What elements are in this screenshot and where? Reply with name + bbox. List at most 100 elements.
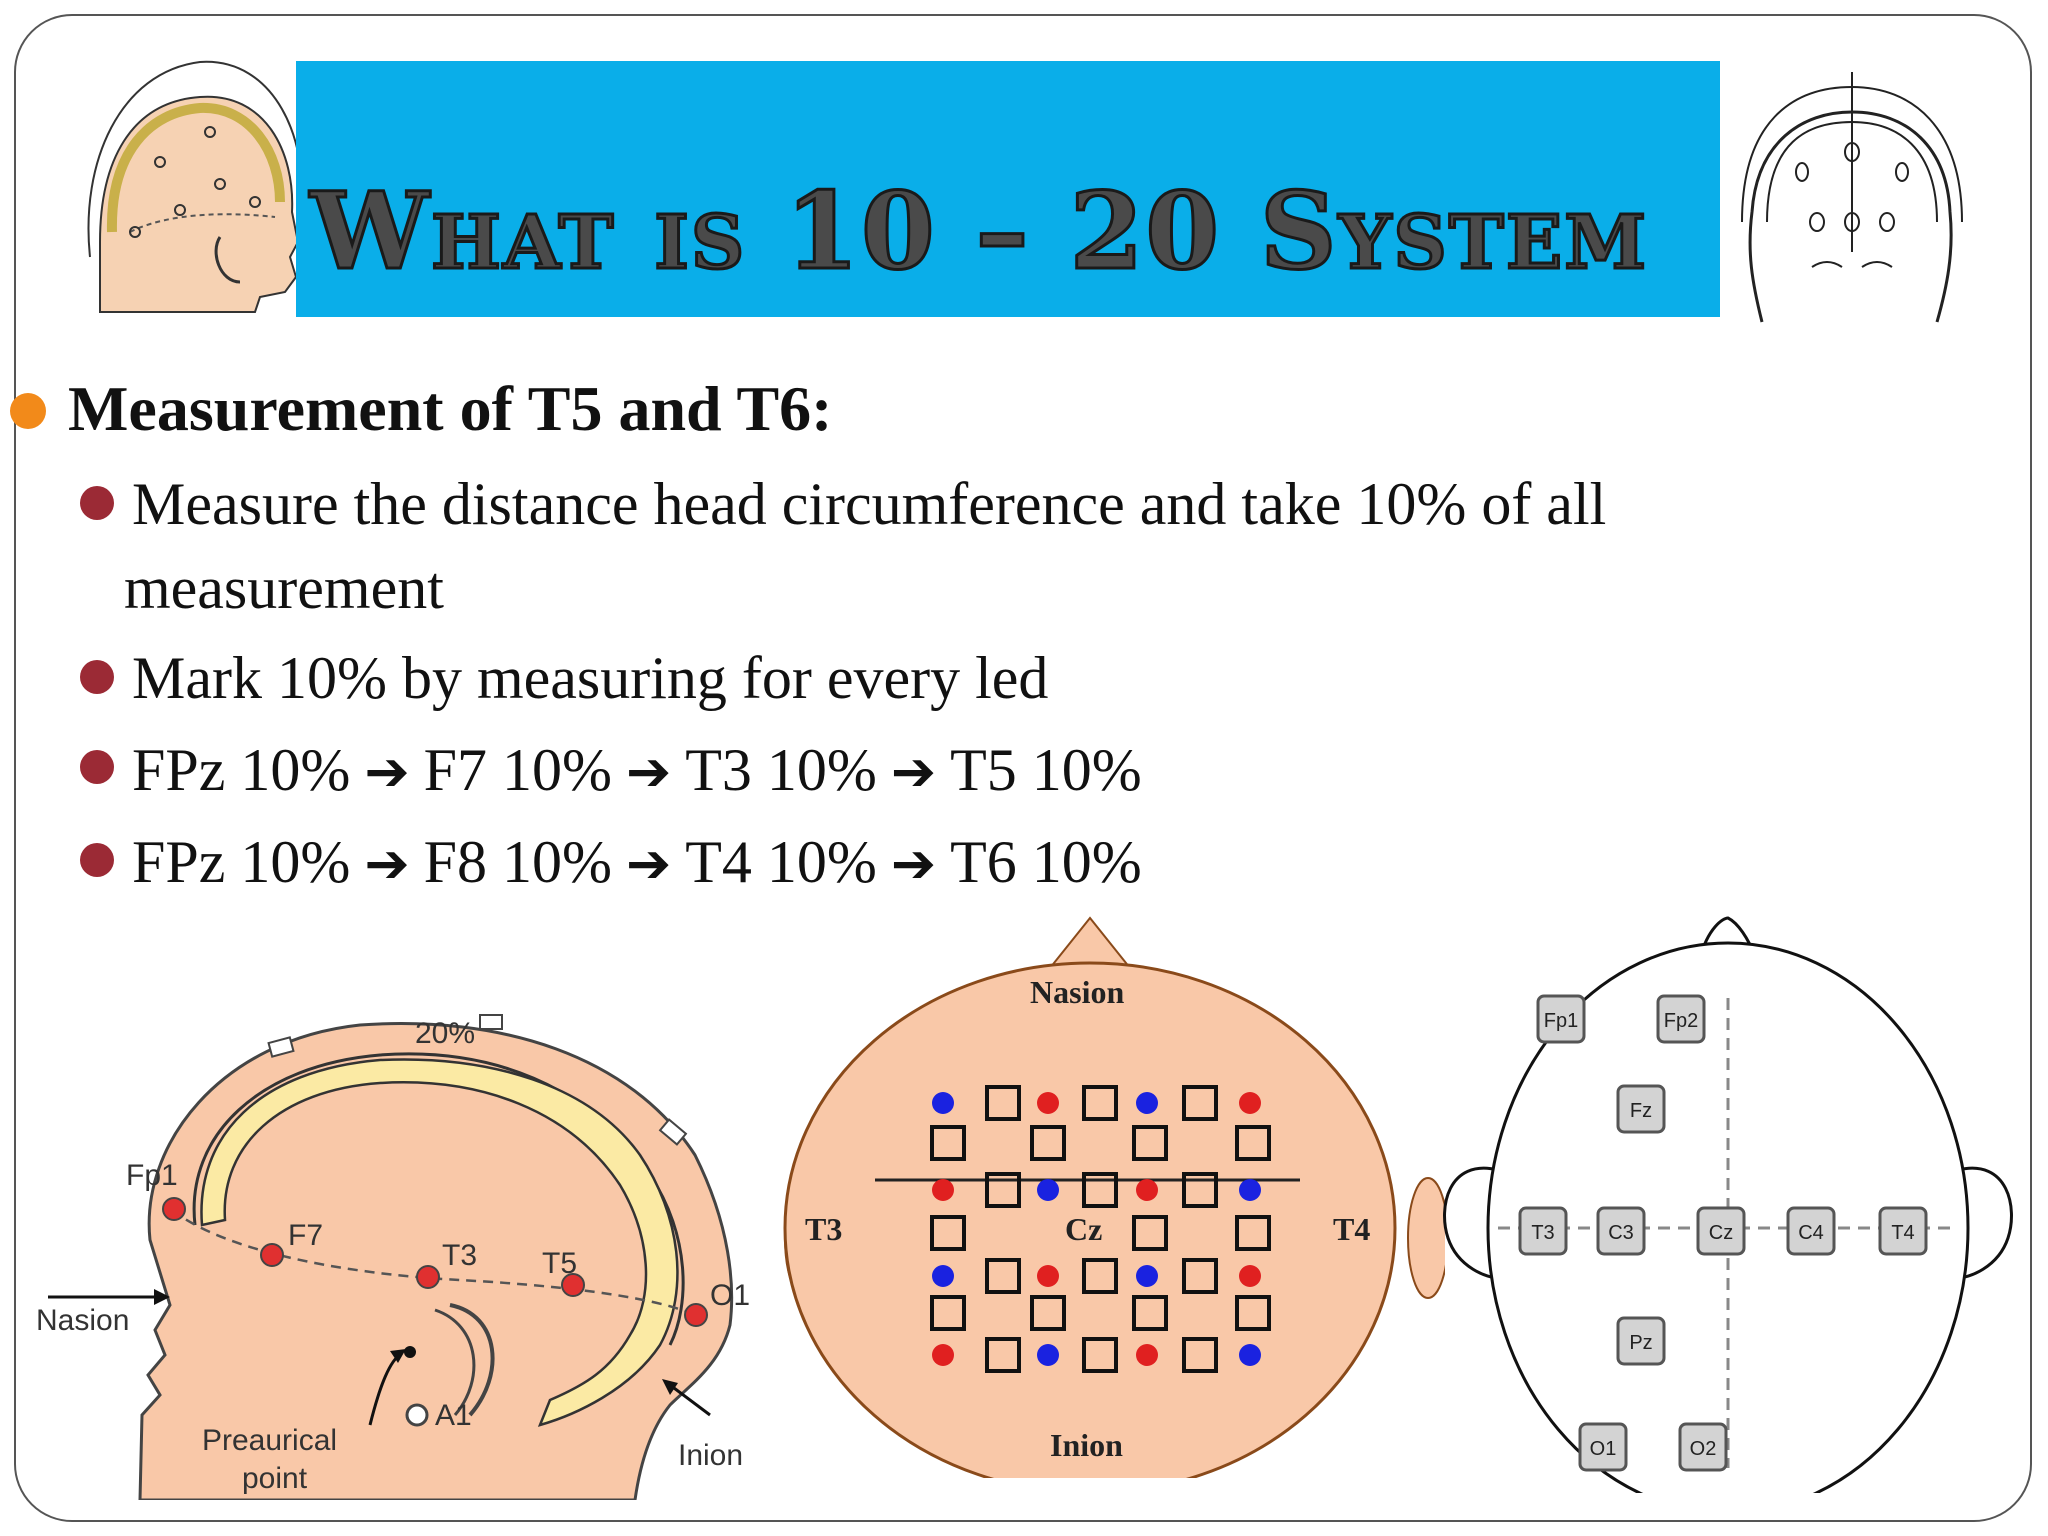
red-electrode-dot <box>1136 1179 1158 1201</box>
path-step: T3 10% <box>685 737 877 803</box>
right-arrow-icon: ➔ <box>890 740 937 803</box>
electrode-box <box>1696 1206 1746 1256</box>
electrode-label: T4 <box>1891 1222 1914 1244</box>
right-arrow-icon: ➔ <box>364 740 410 803</box>
blue-electrode-dot <box>1037 1344 1059 1366</box>
electrode-label: Fp1 <box>126 1159 178 1192</box>
main-bullet-icon <box>10 393 46 429</box>
red-electrode-dot <box>1239 1265 1261 1287</box>
electrode-square <box>1082 1085 1118 1121</box>
section-heading: Measurement of T5 and T6: <box>68 373 833 444</box>
nasion-label: Nasion <box>1030 974 1124 1010</box>
title-banner <box>296 61 1720 317</box>
electrode-square <box>1235 1215 1271 1251</box>
electrode-box <box>1678 1422 1728 1472</box>
electrode-square <box>1182 1172 1218 1208</box>
blue-electrode-dot <box>1037 1179 1059 1201</box>
bullet-text: Mark 10% by measuring for every led <box>132 645 1049 711</box>
electrode-box <box>1878 1206 1928 1256</box>
path-step: FPz 10% <box>132 737 351 803</box>
red-electrode-dot <box>932 1344 954 1366</box>
sub-bullet-icon <box>80 750 114 784</box>
blue-electrode-dot <box>1136 1265 1158 1287</box>
electrode-square <box>1030 1125 1066 1161</box>
red-electrode-dot <box>1136 1344 1158 1366</box>
path-step: T6 10% <box>950 829 1142 895</box>
blue-electrode-dot <box>1239 1179 1261 1201</box>
electrode-square <box>1182 1258 1218 1294</box>
electrode-square <box>985 1258 1021 1294</box>
electrode-label: O2 <box>1690 1438 1717 1460</box>
electrode-box <box>1518 1206 1568 1256</box>
electrode-square <box>930 1215 966 1251</box>
orange-top-view-head: Nasion Inion T3 T4 Cz <box>783 916 1445 1478</box>
electrode-label: T3 <box>1531 1222 1554 1244</box>
sub-bullet-icon <box>80 843 114 877</box>
bullet-text: Measure the distance head circumference … <box>132 471 1607 537</box>
slide-title: What is 10 – 20 System <box>309 167 1649 295</box>
electrode-grid <box>930 1085 1271 1373</box>
electrode-square <box>1182 1085 1218 1121</box>
electrode-box <box>1656 994 1706 1044</box>
electrode-label: F7 <box>288 1219 323 1252</box>
electrode-label: Fp2 <box>1664 1010 1698 1032</box>
electrode-label: C3 <box>1608 1222 1634 1244</box>
path-row-left: FPz 10%➔F7 10%➔T3 10%➔T5 10% <box>132 736 1142 805</box>
right-arrow-icon: ➔ <box>890 832 937 895</box>
right-arrow-icon: ➔ <box>364 832 410 895</box>
electrode-box <box>1578 1422 1628 1472</box>
electrode-label: O1 <box>1590 1438 1617 1460</box>
path-step: T5 10% <box>950 737 1142 803</box>
blue-electrode-dot <box>932 1265 954 1287</box>
electrode-square <box>1132 1125 1168 1161</box>
path-row-right: FPz 10%➔F8 10%➔T4 10%➔T6 10% <box>132 828 1142 897</box>
blue-electrode-dot <box>1136 1092 1158 1114</box>
lateral-head-figure: 20% Fp1 F7 T3 T5 O1 Nasion Preaurical po… <box>36 1014 750 1500</box>
electrode-square <box>1235 1125 1271 1161</box>
path-step: F8 10% <box>423 829 612 895</box>
electrode-square <box>1132 1215 1168 1251</box>
front-head-diagram-small <box>1741 72 1963 323</box>
electrode-box <box>1786 1206 1836 1256</box>
blue-electrode-dot <box>1239 1344 1261 1366</box>
sub-bullet-icon <box>80 660 114 694</box>
electrode-square <box>985 1085 1021 1121</box>
red-electrode-dot <box>1239 1092 1261 1114</box>
electrode-square <box>1030 1295 1066 1331</box>
t4-label: T4 <box>1333 1211 1370 1247</box>
electrode-square <box>1235 1295 1271 1331</box>
red-electrode-dot <box>1037 1092 1059 1114</box>
nasion-label: Nasion <box>36 1304 129 1337</box>
electrode-square <box>1082 1258 1118 1294</box>
right-arrow-icon: ➔ <box>625 740 672 803</box>
inion-label: Inion <box>678 1439 743 1472</box>
electrode-square <box>1082 1172 1118 1208</box>
electrode-square <box>930 1295 966 1331</box>
electrode-box <box>1536 994 1586 1044</box>
electrode-label: Cz <box>1709 1222 1733 1244</box>
t3-label: T3 <box>805 1211 842 1247</box>
blue-electrode-dot <box>932 1092 954 1114</box>
electrode-label: C4 <box>1798 1222 1824 1244</box>
percent-label: 20% <box>415 1017 475 1050</box>
electrode-box <box>1596 1206 1646 1256</box>
red-electrode-dot <box>932 1179 954 1201</box>
right-arrow-icon: ➔ <box>625 832 672 895</box>
path-step: T4 10% <box>685 829 877 895</box>
electrode-label: Pz <box>1629 1332 1652 1354</box>
electrode-label: A1 <box>435 1399 472 1432</box>
sub-bullet-icon <box>80 486 114 520</box>
cz-label: Cz <box>1065 1211 1102 1247</box>
electrode-box <box>1616 1084 1666 1134</box>
electrode-label: Fz <box>1630 1100 1652 1122</box>
electrode-box <box>1616 1316 1666 1366</box>
electrode-label: T5 <box>542 1247 577 1280</box>
preaurical-label: Preaurical <box>202 1424 337 1457</box>
path-step: F7 10% <box>423 737 612 803</box>
path-step: FPz 10% <box>132 829 351 895</box>
electrode-square <box>985 1172 1021 1208</box>
inion-label: Inion <box>1050 1427 1123 1463</box>
electrode-square <box>1182 1337 1218 1373</box>
